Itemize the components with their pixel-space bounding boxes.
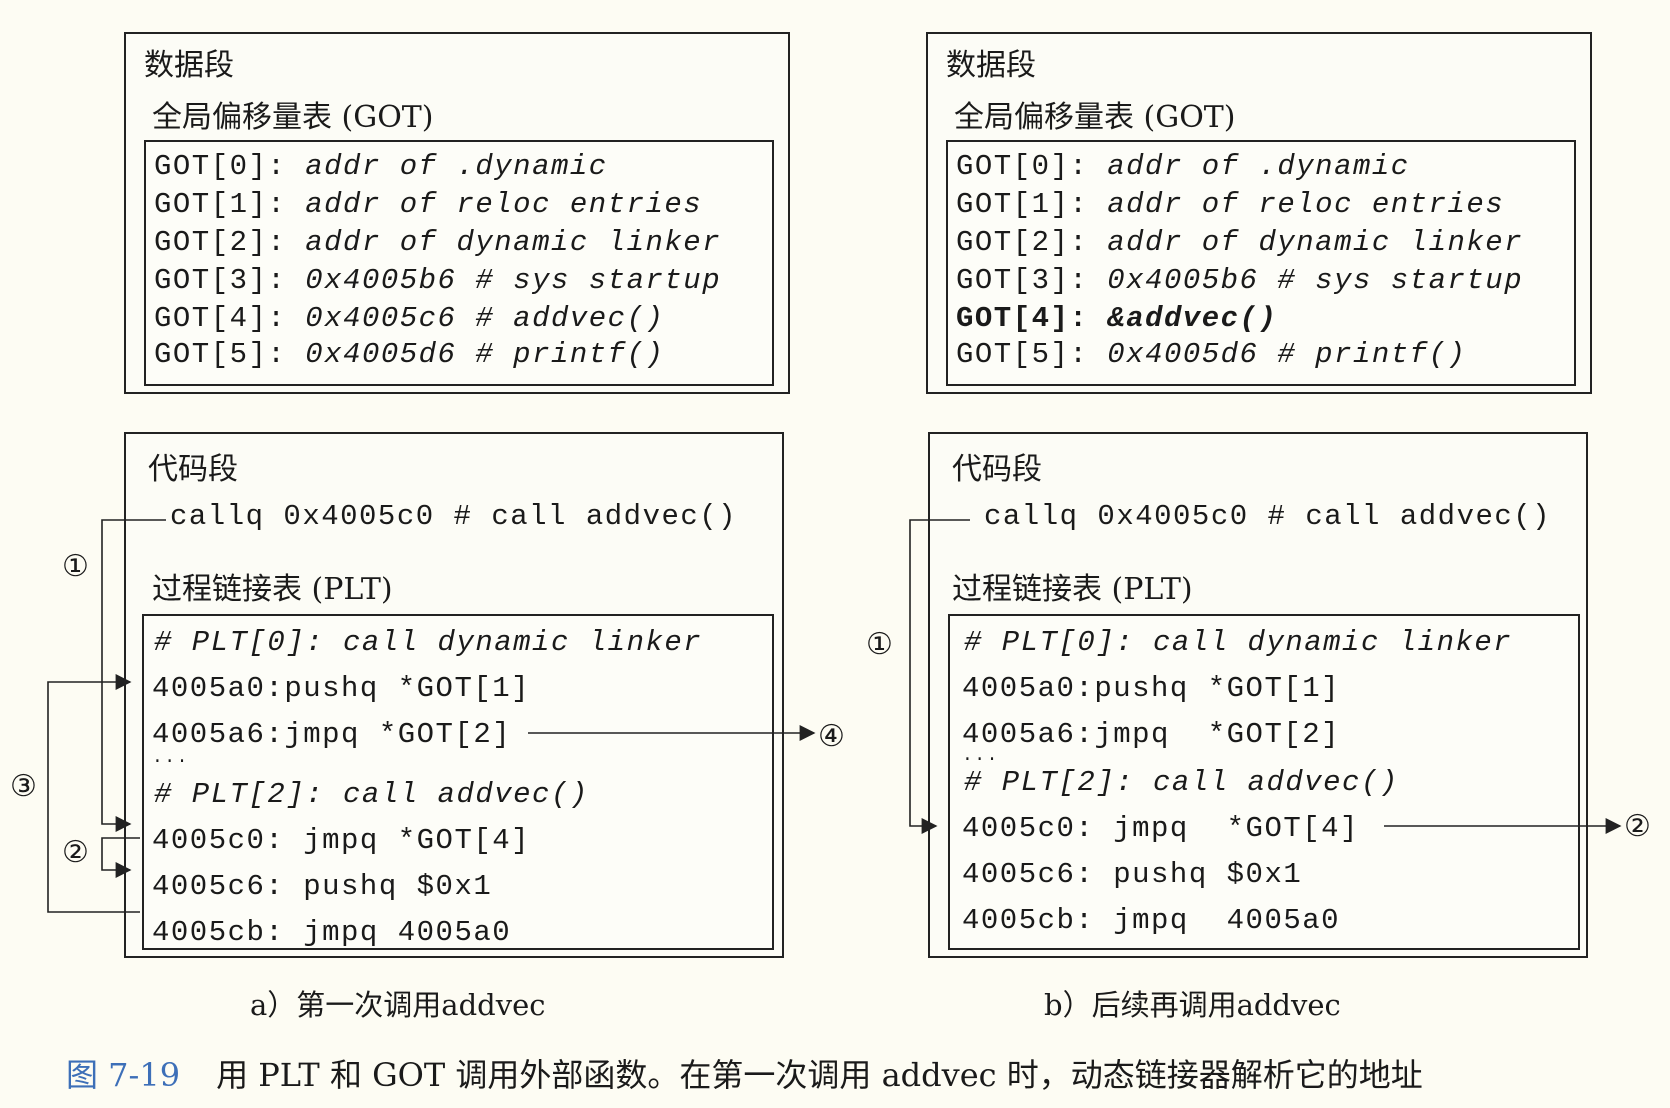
plt-row: # PLT[0]: call dynamic linker — [964, 626, 1513, 659]
got-row: GOT[1]: addr of reloc entries — [956, 188, 1505, 221]
code-segment-a: 代码段 callq 0x4005c0 # call addvec() 过程链接表… — [124, 432, 784, 958]
got-table: GOT[0]: addr of .dynamic GOT[1]: addr of… — [144, 140, 774, 386]
caption-text: 用 PLT 和 GOT 调用外部函数。在第一次调用 addvec 时，动态链接器… — [216, 1056, 1423, 1094]
got-row: GOT[3]: 0x4005b6 # sys startup — [956, 264, 1524, 297]
figure-number: 图 7-19 — [66, 1056, 181, 1094]
plt-row: 4005a0:pushq *GOT[1] — [962, 672, 1341, 705]
got-row: GOT[1]: addr of reloc entries — [154, 188, 703, 221]
got-row: GOT[2]: addr of dynamic linker — [956, 226, 1524, 259]
got-title: 全局偏移量表 (GOT) — [152, 100, 434, 135]
got-table: GOT[0]: addr of .dynamic GOT[1]: addr of… — [946, 140, 1576, 386]
data-segment-title: 数据段 — [144, 48, 234, 83]
plt-row: # PLT[2]: call addvec() — [154, 778, 589, 811]
figure-caption: 图 7-19 用 PLT 和 GOT 调用外部函数。在第一次调用 addvec 时… — [66, 1050, 1423, 1096]
plt-ellipsis: ... — [152, 748, 189, 768]
code-segment-title: 代码段 — [952, 452, 1042, 487]
plt-row: 4005a6:jmpq *GOT[2] — [962, 718, 1341, 751]
plt-title: 过程链接表 (PLT) — [152, 572, 393, 607]
got-row: GOT[4]: 0x4005c6 # addvec() — [154, 302, 665, 335]
plt-row: # PLT[0]: call dynamic linker — [154, 626, 703, 659]
call-instruction: callq 0x4005c0 # call addvec() — [170, 500, 738, 533]
plt-table: # PLT[0]: call dynamic linker 4005a0:pus… — [948, 614, 1580, 950]
subcaption-a: a）第一次调用addvec — [250, 988, 546, 1022]
plt-row: 4005c0: jmpq *GOT[4] — [152, 824, 531, 857]
plt-row: 4005c0: jmpq *GOT[4] — [962, 812, 1359, 845]
plt-row: # PLT[2]: call addvec() — [964, 766, 1399, 799]
plt-row: 4005cb: jmpq 4005a0 — [962, 904, 1341, 937]
plt-ellipsis: ... — [962, 746, 999, 766]
data-segment-a: 数据段 全局偏移量表 (GOT) GOT[0]: addr of .dynami… — [124, 32, 790, 394]
plt-row: 4005a6:jmpq *GOT[2] — [152, 718, 512, 751]
got-title: 全局偏移量表 (GOT) — [954, 100, 1236, 135]
data-segment-title: 数据段 — [946, 48, 1036, 83]
plt-row: 4005a0:pushq *GOT[1] — [152, 672, 531, 705]
step-2-marker: ② — [1624, 809, 1651, 844]
code-segment-title: 代码段 — [148, 452, 238, 487]
plt-row: 4005c6: pushq $0x1 — [962, 858, 1303, 891]
step-3-marker: ③ — [10, 769, 37, 804]
got-row: GOT[0]: addr of .dynamic — [956, 150, 1410, 183]
got-row: GOT[0]: addr of .dynamic — [154, 150, 608, 183]
code-segment-b: 代码段 callq 0x4005c0 # call addvec() 过程链接表… — [928, 432, 1588, 958]
plt-table: # PLT[0]: call dynamic linker 4005a0:pus… — [142, 614, 774, 950]
plt-row: 4005c6: pushq $0x1 — [152, 870, 493, 903]
data-segment-b: 数据段 全局偏移量表 (GOT) GOT[0]: addr of .dynami… — [926, 32, 1592, 394]
step-4-marker: ④ — [818, 719, 845, 754]
step-1-marker: ① — [62, 549, 89, 584]
step-1-marker: ① — [866, 627, 893, 662]
got-row: GOT[3]: 0x4005b6 # sys startup — [154, 264, 722, 297]
got-row: GOT[5]: 0x4005d6 # printf() — [956, 338, 1467, 371]
plt-row: 4005cb: jmpq 4005a0 — [152, 916, 512, 949]
step-2-marker: ② — [62, 835, 89, 870]
got-row: GOT[2]: addr of dynamic linker — [154, 226, 722, 259]
got-row: GOT[5]: 0x4005d6 # printf() — [154, 338, 665, 371]
subcaption-b: b）后续再调用addvec — [1044, 988, 1341, 1022]
got-row-updated: GOT[4]: &addvec() — [956, 302, 1278, 335]
plt-title: 过程链接表 (PLT) — [952, 572, 1193, 607]
call-instruction: callq 0x4005c0 # call addvec() — [984, 500, 1552, 533]
